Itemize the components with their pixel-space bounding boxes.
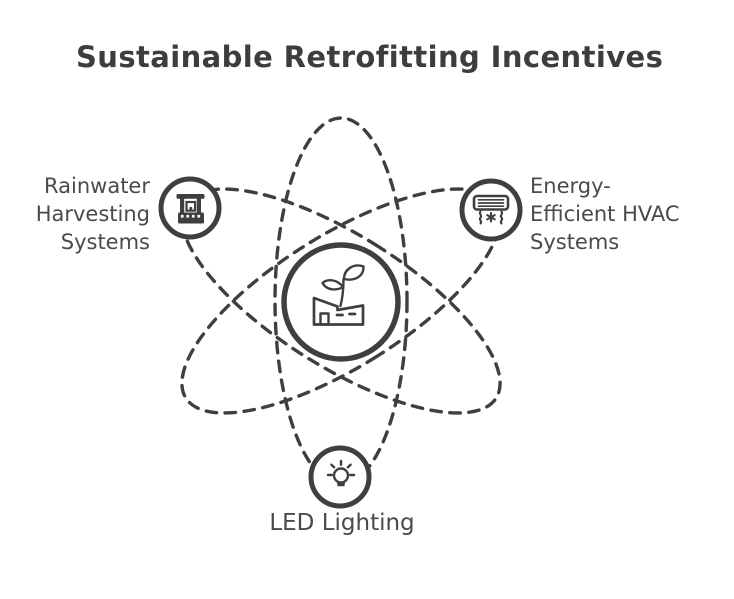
lightbulb-icon [326, 459, 356, 487]
label-led-lighting: LED Lighting [242, 509, 442, 537]
green-building-icon [312, 264, 365, 326]
label-line: Systems [530, 230, 620, 254]
label-line: Systems [60, 230, 150, 254]
label-rainwater-harvesting: Rainwater Harvesting Systems [10, 172, 150, 256]
label-line: Rainwater [44, 174, 150, 198]
page-title: Sustainable Retrofitting Incentives [76, 40, 664, 74]
label-line: Efficient HVAC [530, 202, 680, 226]
air-conditioner-icon [472, 194, 510, 225]
label-energy-efficient-hvac: Energy- Efficient HVAC Systems [530, 172, 720, 256]
label-line: Energy- [530, 174, 611, 198]
water-well-icon [176, 194, 205, 224]
label-line: LED Lighting [269, 510, 415, 536]
orbit-ellipse-vertical [273, 116, 409, 486]
label-line: Harvesting [35, 202, 150, 226]
